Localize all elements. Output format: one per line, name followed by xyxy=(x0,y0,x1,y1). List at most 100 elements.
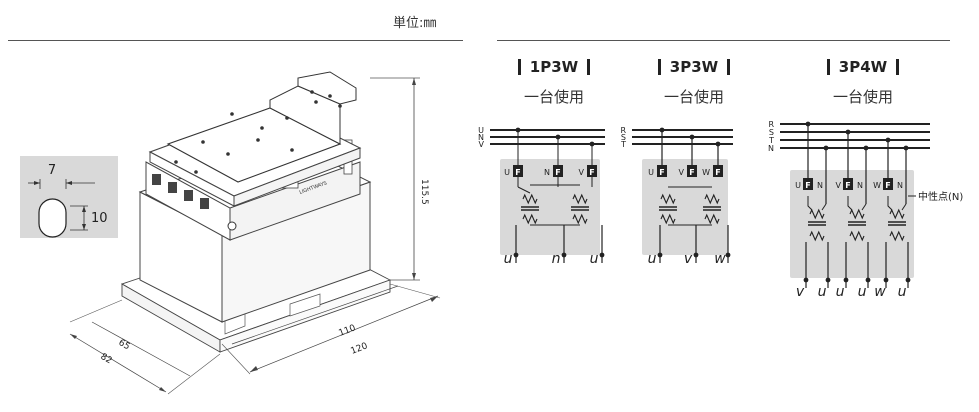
wiring-3p4w-usage: 一台使用 xyxy=(832,88,893,106)
terminal-label: N xyxy=(817,181,823,190)
secondary-winding xyxy=(809,230,825,242)
output-label: u xyxy=(898,284,907,298)
line-label-r: R xyxy=(768,120,774,129)
line-label-v: V xyxy=(479,140,485,149)
slot-width-label: 7 xyxy=(48,163,56,178)
junction-dot xyxy=(803,277,809,283)
line-label-n: N xyxy=(478,133,484,142)
junction-dot xyxy=(659,127,665,133)
fuse-3p4w-1-label: F xyxy=(845,181,850,190)
output-label: n xyxy=(552,251,561,267)
length-dimension-a: 110 xyxy=(337,323,357,339)
terminal-label: U xyxy=(648,168,654,177)
wire xyxy=(517,186,531,194)
secondary-winding xyxy=(889,230,905,242)
dimension-drawing: 7 10 LIGHTWAYS xyxy=(20,71,441,395)
slot-height-label: 10 xyxy=(91,211,108,226)
wiring-3p3w-title: 3P3W xyxy=(637,58,751,76)
primary-winding xyxy=(522,193,538,205)
transformer-box xyxy=(790,170,914,278)
slot-detail-inset: 7 10 xyxy=(20,156,118,238)
junction-dot xyxy=(825,277,831,283)
output-label: u xyxy=(836,284,845,298)
output-label: v xyxy=(684,251,693,267)
terminal-label: N xyxy=(897,181,903,190)
neutral-point-label: 中性点(N) xyxy=(918,190,963,203)
terminal-label: W xyxy=(873,181,881,190)
right-divider xyxy=(497,40,950,41)
terminal-label: U xyxy=(504,168,510,177)
output-label: u xyxy=(648,251,657,267)
wiring-1p3w-usage: 一台使用 xyxy=(523,88,584,106)
fuse-1p3w-0 xyxy=(513,165,523,177)
output-label: u xyxy=(504,251,513,267)
secondary-winding xyxy=(704,213,720,225)
junction-dot xyxy=(561,252,567,258)
line-label-s: S xyxy=(621,133,626,142)
output-label: u xyxy=(818,284,827,298)
fuse-1p3w-1-label: F xyxy=(555,168,560,177)
line-label-r: R xyxy=(620,126,626,135)
height-dimension: 115.5 xyxy=(419,179,429,205)
unit-label: 単位:㎜ xyxy=(393,16,437,31)
output-label: w xyxy=(714,251,726,267)
primary-winding xyxy=(849,208,865,220)
fuse-3p4w-0-label: F xyxy=(805,181,810,190)
terminal-label: V xyxy=(836,181,842,190)
line-label-t: T xyxy=(768,136,774,145)
primary-winding xyxy=(809,208,825,220)
junction-dot xyxy=(865,277,871,283)
terminal-label: V xyxy=(579,168,585,177)
primary-winding xyxy=(660,193,676,205)
fuse-3p4w-2 xyxy=(883,178,893,190)
output-label: u xyxy=(590,251,599,267)
wiring-3p3w-usage: 一台使用 xyxy=(663,88,724,106)
transformer-box xyxy=(642,159,728,255)
secondary-winding xyxy=(522,213,538,225)
fuse-3p3w-2 xyxy=(713,165,723,177)
secondary-winding xyxy=(660,213,676,225)
fuse-1p3w-2-label: F xyxy=(589,168,594,177)
fuse-1p3w-2 xyxy=(587,165,597,177)
depth-dimension-b: 82 xyxy=(99,352,114,366)
junction-dot xyxy=(843,277,849,283)
output-label: w xyxy=(874,284,886,298)
left-divider xyxy=(8,40,463,41)
wire xyxy=(821,203,827,211)
junction-dot xyxy=(883,277,889,283)
terminal-label: N xyxy=(544,168,550,177)
wire xyxy=(887,196,893,211)
fuse-3p4w-2-label: F xyxy=(885,181,890,190)
transformer-box xyxy=(500,159,600,255)
wire xyxy=(901,203,907,211)
output-label: u xyxy=(858,284,867,298)
junction-dot xyxy=(515,127,521,133)
primary-winding xyxy=(889,208,905,220)
junction-dot xyxy=(513,252,519,258)
junction-dot xyxy=(725,252,731,258)
secondary-winding xyxy=(572,213,588,225)
depth-dimension-a: 65 xyxy=(117,338,132,352)
wire xyxy=(847,196,853,211)
secondary-winding xyxy=(849,230,865,242)
fuse-3p3w-1 xyxy=(687,165,697,177)
junction-dot xyxy=(599,252,605,258)
wiring-1p3w-title: 1P3W xyxy=(497,58,611,76)
fuse-3p4w-1 xyxy=(843,178,853,190)
fuse-1p3w-0-label: F xyxy=(515,168,520,177)
junction-dot xyxy=(905,277,911,283)
fuse-3p3w-1-label: F xyxy=(689,168,694,177)
terminal-label: W xyxy=(702,168,710,177)
fuse-3p3w-0-label: F xyxy=(659,168,664,177)
junction-dot xyxy=(693,252,699,258)
wiring-3p4w-title: 3P4W xyxy=(806,58,920,76)
terminal-label: N xyxy=(857,181,863,190)
wire xyxy=(807,196,813,211)
line-label-n: N xyxy=(768,144,774,153)
junction-dot xyxy=(657,252,663,258)
terminal-label: V xyxy=(679,168,685,177)
line-label-t: T xyxy=(620,140,626,149)
fuse-3p3w-2-label: F xyxy=(715,168,720,177)
line-label-u: U xyxy=(478,126,484,135)
